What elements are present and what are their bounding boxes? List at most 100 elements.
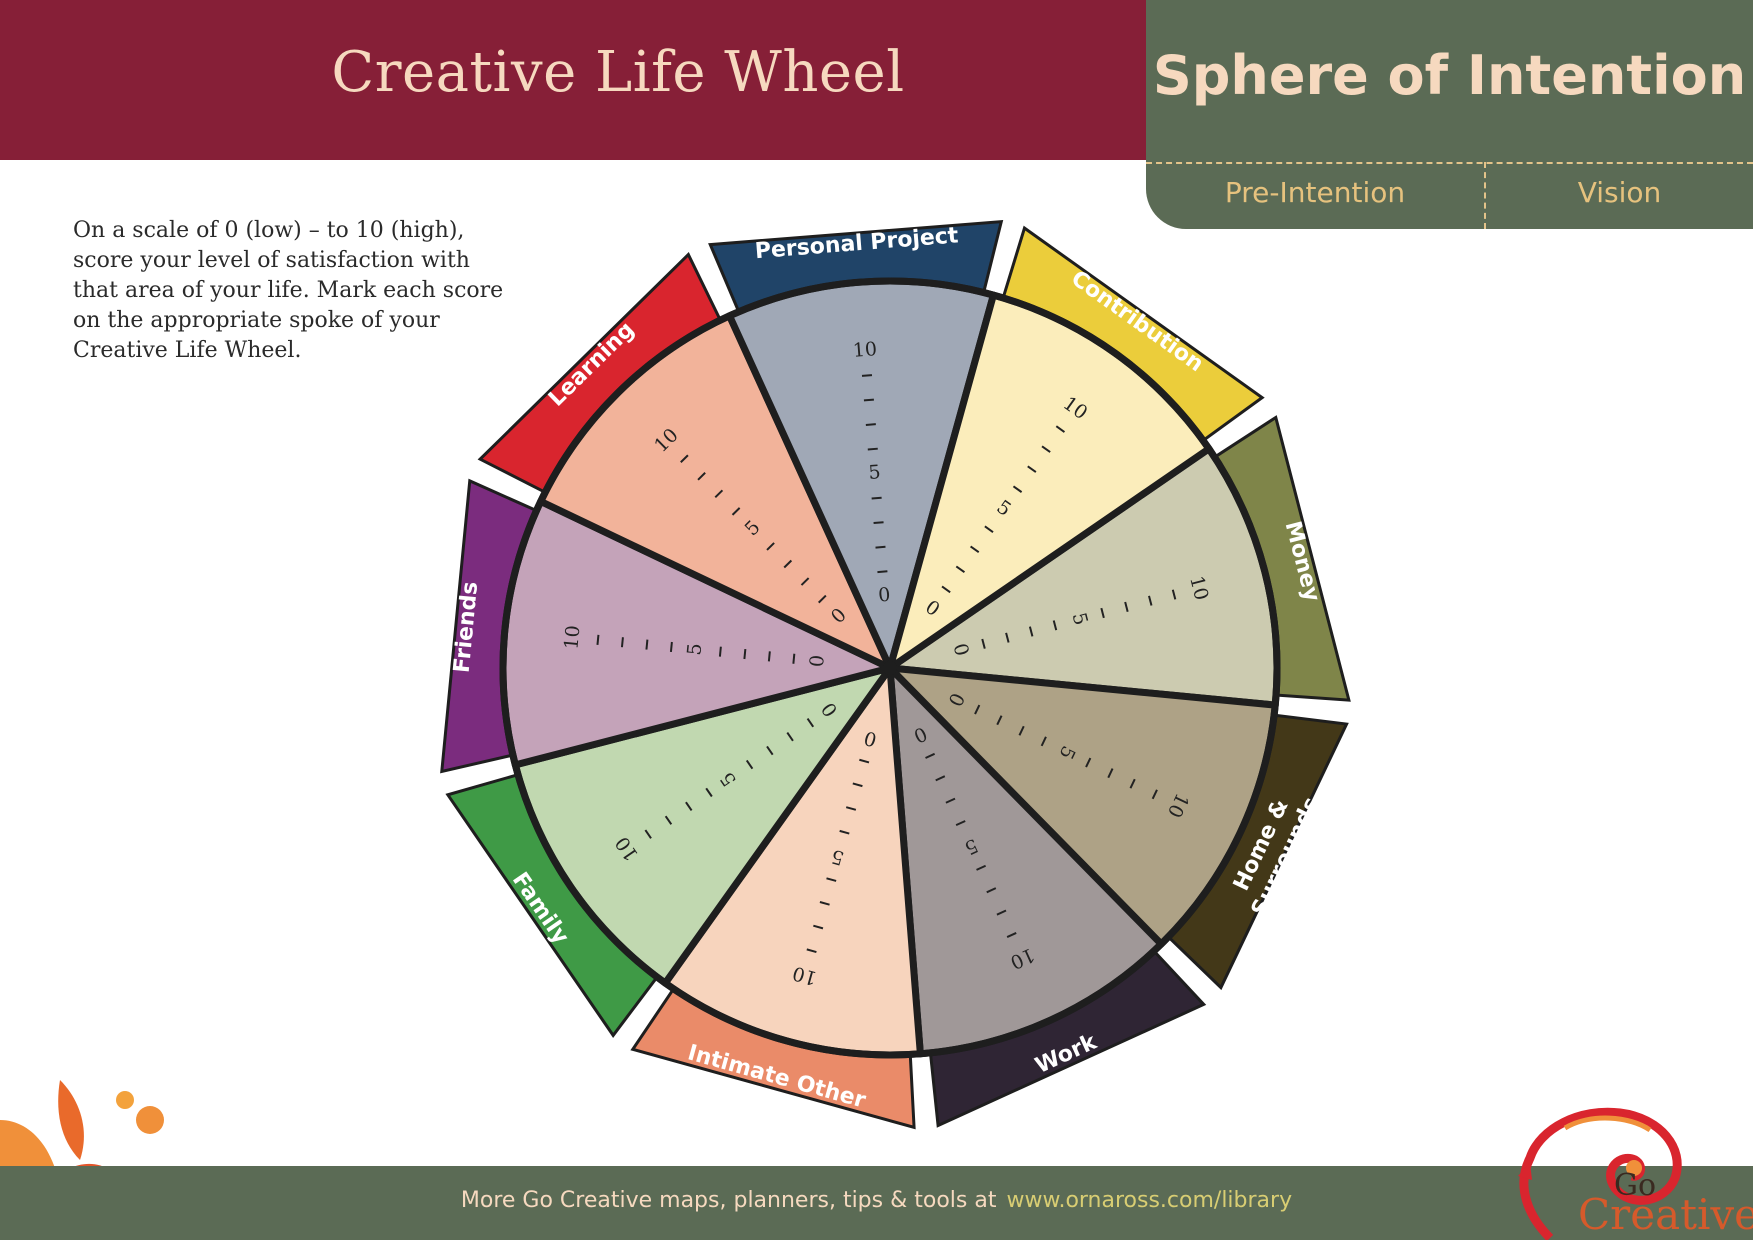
scale-tick (935, 775, 946, 782)
divider (1484, 162, 1486, 229)
scale-tick (664, 815, 673, 825)
scale-tick (1085, 757, 1092, 768)
scale-tick (743, 648, 747, 660)
page-title: Creative Life Wheel (331, 40, 905, 105)
scale-tick (731, 507, 741, 516)
scale-tick (981, 638, 986, 649)
scale-tick (766, 542, 775, 551)
scale-tick (714, 489, 724, 499)
tab-pre-intention[interactable]: Pre-Intention (1224, 176, 1406, 209)
scale-tick (1124, 601, 1129, 612)
scale-tick (786, 731, 794, 742)
scale-number: 5 (829, 845, 847, 869)
scale-tick (845, 806, 857, 811)
scale-tick (669, 641, 673, 653)
wheel-rim (499, 277, 1281, 1059)
scale-tick (925, 752, 936, 759)
scale-tick (863, 398, 874, 402)
scale-tick (996, 909, 1007, 916)
scale-tick (620, 637, 624, 648)
logo-creative-text: Creative (1578, 1190, 1753, 1239)
scale-tick (865, 423, 876, 426)
scale-tick (1171, 589, 1177, 600)
scale-tick (955, 820, 966, 827)
scale-tick (877, 570, 888, 574)
tab-vision[interactable]: Vision (1577, 176, 1662, 209)
footer-bar: More Go Creative maps, planners, tips & … (0, 1166, 1753, 1240)
scale-tick (1148, 595, 1153, 606)
scale-tick (1018, 725, 1025, 736)
scale-tick (826, 877, 837, 882)
scale-tick (718, 646, 722, 657)
scale-tick (792, 653, 796, 664)
scale-tick (596, 634, 600, 645)
instructions-text: On a scale of 0 (low) – to 10 (high), sc… (73, 218, 504, 363)
scale-number: 5 (683, 642, 706, 656)
scale-tick (806, 718, 815, 728)
scale-tick (1107, 768, 1114, 779)
scale-tick (1028, 626, 1034, 637)
scale-tick (806, 948, 817, 954)
scale-number: 10 (852, 338, 878, 362)
scale-tick (705, 787, 713, 798)
footer-text: More Go Creative maps, planners, tips & … (0, 1188, 1753, 1213)
scale-number: 10 (560, 624, 584, 650)
scale-tick (800, 577, 810, 586)
scale-tick (680, 454, 689, 463)
scale-tick (1129, 778, 1136, 789)
scale-tick (976, 864, 987, 871)
scale-number: 0 (862, 726, 880, 750)
scale-tick (955, 565, 966, 574)
scale-tick (1027, 465, 1037, 473)
scale-tick (1005, 632, 1010, 643)
scale-tick (861, 374, 873, 377)
scale-tick (644, 829, 652, 839)
scale-tick (685, 801, 693, 812)
scale-tick (839, 829, 850, 835)
scale-tick (867, 447, 878, 451)
go-creative-logo: Go Creative (1510, 1068, 1753, 1240)
wheel-hub (883, 661, 897, 675)
scale-tick (697, 472, 706, 481)
scale-tick (1040, 736, 1047, 747)
library-link[interactable]: www.ornaross.com/library (1006, 1188, 1293, 1213)
scale-tick (1055, 425, 1066, 433)
sphere-panel: Sphere of Intention Pre-Intention Vision (1146, 0, 1753, 229)
scale-tick (783, 559, 793, 569)
scale-tick (818, 594, 827, 604)
scale-number: 5 (868, 461, 882, 484)
header-banner (0, 0, 1146, 160)
logo-go-text: Go (1614, 1168, 1657, 1203)
scale-tick (819, 901, 830, 906)
scale-number: 0 (877, 584, 891, 607)
scale-tick (1100, 607, 1105, 619)
scale-tick (1006, 931, 1017, 938)
scale-tick (941, 585, 951, 594)
scale-tick (986, 887, 997, 894)
scale-number: 0 (949, 641, 973, 658)
divider (1146, 162, 1753, 164)
scale-tick (1012, 485, 1023, 493)
scale-tick (1151, 789, 1158, 800)
scale-tick (745, 759, 754, 770)
spiral-head-icon (1518, 1107, 1682, 1240)
scale-tick (645, 639, 649, 650)
scale-tick (873, 521, 884, 525)
scale-number: 5 (1068, 610, 1092, 627)
scale-tick (945, 797, 956, 804)
footer-message: More Go Creative maps, planners, tips & … (460, 1188, 997, 1213)
scale-tick (996, 715, 1003, 726)
scale-tick (1052, 620, 1058, 631)
sphere-title: Sphere of Intention (1152, 44, 1747, 107)
scale-tick (984, 525, 994, 533)
scale-tick (859, 758, 870, 764)
scale-tick (875, 545, 886, 549)
scale-tick (813, 924, 824, 930)
scale-number: 0 (806, 654, 829, 668)
scale-tick (974, 704, 981, 715)
scale-tick (871, 496, 882, 500)
scale-tick (766, 745, 774, 756)
scale-tick (970, 545, 980, 554)
scale-tick (852, 782, 863, 788)
